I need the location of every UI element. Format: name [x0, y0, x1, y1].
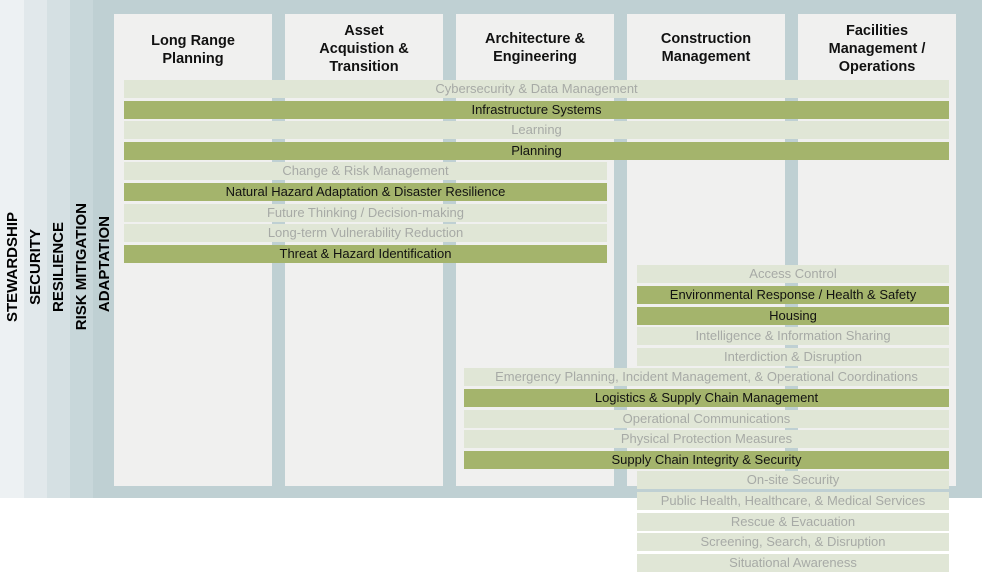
column-title: Construction Management [660, 31, 752, 65]
bar-threat-hazard-identification: Threat & Hazard Identification [124, 245, 607, 263]
bar-logistics-supply-chain: Logistics & Supply Chain Management [464, 389, 949, 407]
layer-label-adaptation: ADAPTATION [96, 216, 113, 313]
bar-infrastructure-systems: Infrastructure Systems [124, 101, 949, 119]
bar-emergency-planning: Emergency Planning, Incident Management,… [464, 368, 949, 386]
bar-access-control: Access Control [637, 265, 949, 283]
bar-vulnerability-reduction: Long-term Vulnerability Reduction [124, 224, 607, 242]
layer-resilience [47, 0, 70, 498]
bar-situational-awareness: Situational Awareness [637, 554, 949, 572]
layer-security [24, 0, 47, 498]
layer-label-security: SECURITY [27, 229, 44, 305]
bar-supply-chain-integrity: Supply Chain Integrity & Security [464, 451, 949, 469]
layer-label-stewardship: STEWARDSHIP [4, 212, 21, 323]
column-title: Architecture & Engineering [485, 31, 585, 65]
bar-cybersecurity: Cybersecurity & Data Management [124, 80, 949, 98]
bar-rescue-evacuation: Rescue & Evacuation [637, 513, 949, 531]
bar-physical-protection: Physical Protection Measures [464, 430, 949, 448]
bar-learning: Learning [124, 121, 949, 139]
bar-interdiction-disruption: Interdiction & Disruption [637, 348, 949, 366]
bar-natural-hazard-adaptation: Natural Hazard Adaptation & Disaster Res… [124, 183, 607, 201]
layer-label-resilience: RESILIENCE [50, 222, 67, 313]
bar-future-thinking: Future Thinking / Decision-making [124, 204, 607, 222]
bar-screening-search: Screening, Search, & Disruption [637, 533, 949, 551]
bar-change-risk-management: Change & Risk Management [124, 162, 607, 180]
layer-label-risk-mitigation: RISK MITIGATION [73, 203, 90, 331]
bar-planning: Planning [124, 142, 949, 160]
layer-adaptation [93, 0, 98, 498]
column-title: Long Range Planning [151, 33, 235, 67]
bar-intelligence-sharing: Intelligence & Information Sharing [637, 327, 949, 345]
column-title: Asset Acquistion & Transition [319, 23, 409, 75]
bar-housing: Housing [637, 307, 949, 325]
bar-operational-communications: Operational Communications [464, 410, 949, 428]
bar-environmental-response: Environmental Response / Health & Safety [637, 286, 949, 304]
layer-risk-mitigation [70, 0, 93, 498]
layer-stewardship [0, 0, 24, 498]
column-title: Facilities Management / Operations [828, 23, 926, 75]
bar-onsite-security: On-site Security [637, 471, 949, 489]
bar-public-health: Public Health, Healthcare, & Medical Ser… [637, 492, 949, 510]
